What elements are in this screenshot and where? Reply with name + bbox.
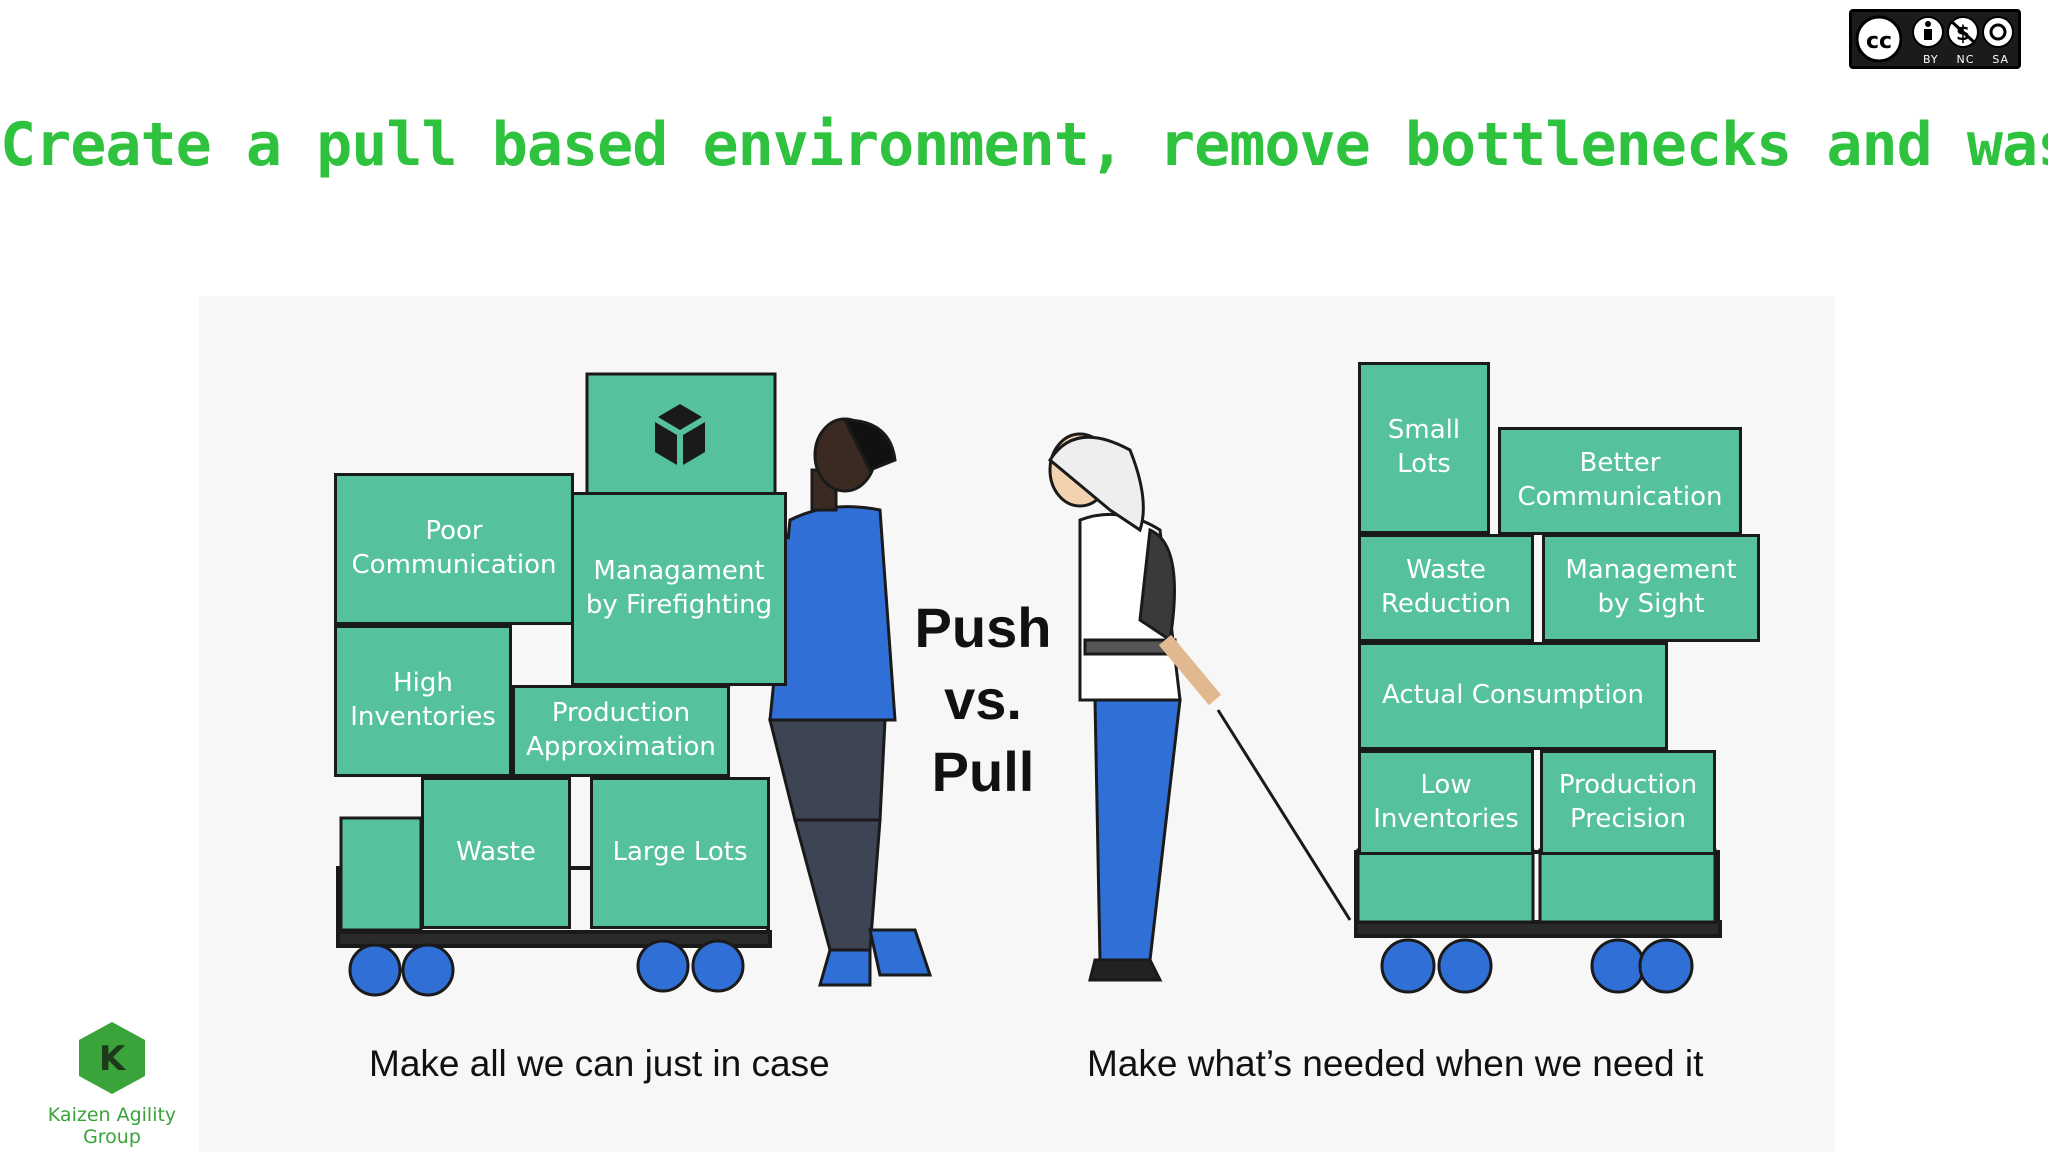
- box-production-precision: Production Precision: [1540, 750, 1716, 855]
- box-high-inventories: High Inventories: [334, 625, 512, 777]
- box-small-lots: Small Lots: [1358, 362, 1490, 534]
- push-label: Push: [914, 596, 1052, 659]
- kaizen-logo: K Kaizen Agility Group: [22, 1020, 202, 1148]
- pull-caption: Make what’s needed when we need it: [1087, 1043, 1704, 1084]
- box-low-inventories: Low Inventories: [1358, 750, 1534, 855]
- push-cart-wheels: [348, 939, 745, 997]
- license-labels: BY NC SA: [1914, 53, 2018, 66]
- slide-title: Create a pull based environment, remove …: [0, 110, 2048, 180]
- push-vs-pull-label: Push vs. Pull: [890, 592, 1076, 808]
- license-badge: cc $ BY NC SA: [1849, 9, 2021, 69]
- box-large-lots: Large Lots: [590, 777, 770, 929]
- pull-cart-wheels: [1380, 938, 1694, 994]
- box-waste-reduction: Waste Reduction: [1358, 534, 1534, 642]
- svg-text:cc: cc: [1866, 29, 1892, 54]
- logo-box: [585, 372, 777, 496]
- push-caption: Make all we can just in case: [369, 1043, 830, 1084]
- license-label-nc: NC: [1956, 53, 1975, 66]
- license-label-by: BY: [1922, 53, 1939, 66]
- svg-text:K: K: [99, 1039, 127, 1079]
- box-poor-communication: Poor Communication: [334, 473, 574, 625]
- license-label-sa: SA: [1992, 53, 2010, 66]
- box-managament-by-firefighting: Managament by Firefighting: [571, 492, 787, 686]
- cube-icon: [655, 404, 705, 465]
- box-actual-consumption: Actual Consumption: [1358, 642, 1668, 750]
- hexagon-k-icon: K: [79, 1022, 145, 1094]
- box-better-communication: Better Communication: [1498, 427, 1742, 535]
- pull-cart: [1354, 850, 1722, 938]
- cc-by-nc-sa-icon: cc $: [1855, 15, 2014, 63]
- box-production-approximation: Production Approximation: [512, 685, 730, 777]
- logo-text: Kaizen Agility Group: [47, 1104, 177, 1148]
- pull-label: Pull: [931, 740, 1035, 803]
- pulling-woman: [1048, 432, 1352, 982]
- box-waste: Waste: [421, 777, 571, 929]
- vs-label: vs.: [944, 668, 1022, 731]
- box-management-by-sight: Management by Sight: [1542, 534, 1760, 642]
